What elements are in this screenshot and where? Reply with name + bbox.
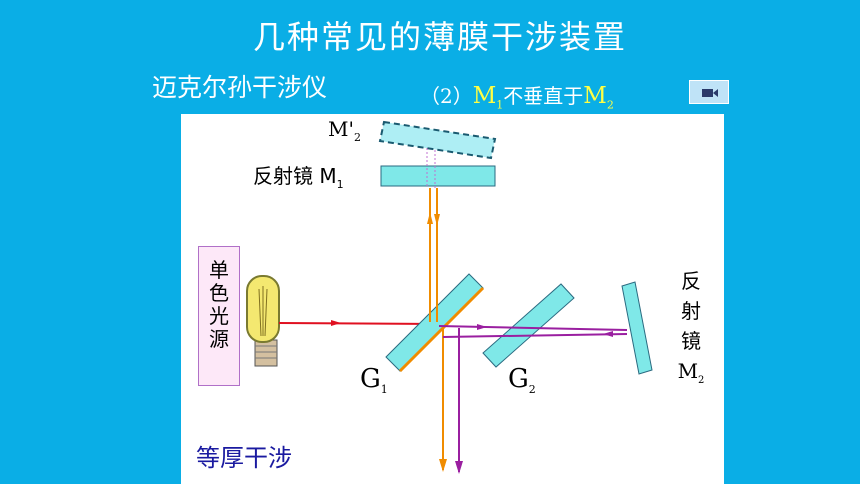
mirror-m1: [380, 165, 496, 187]
condition-prefix: （2）: [420, 84, 473, 108]
diagram-panel: [181, 114, 724, 484]
label-mirror-m1: 反射镜 M1: [253, 164, 344, 191]
light-source-label: 单色光源: [209, 258, 229, 351]
light-source-label-box: 单色光源: [198, 246, 240, 386]
interferometer-diagram: [246, 120, 653, 474]
condition-middle: 不垂直于: [503, 84, 584, 108]
equal-thickness-label: 等厚干涉: [196, 444, 292, 472]
video-button[interactable]: [689, 80, 729, 104]
label-g2: G2: [508, 364, 536, 397]
condition-m2: M2: [583, 83, 614, 112]
purple-beam-back: [442, 333, 628, 338]
label-g1: G1: [360, 364, 388, 397]
video-camera-icon: [702, 89, 718, 97]
label-m2-prime: M'2: [328, 117, 361, 144]
compensator-g2: [482, 283, 575, 368]
condition-label: （2）M1不垂直于M2: [420, 80, 614, 112]
page-title: 几种常见的薄膜干涉装置: [252, 18, 627, 56]
label-mirror-m2: 反射镜 M2: [677, 269, 705, 386]
virtual-mirror-m2-prime: [378, 120, 497, 160]
section-title: 迈克尔孙干涉仪: [152, 73, 328, 102]
light-bulb-icon: [246, 275, 280, 367]
mirror-m2: [621, 281, 653, 375]
beam-splitter-g1: [385, 273, 484, 372]
source-beam: [278, 322, 440, 325]
condition-m1: M1: [472, 83, 504, 112]
purple-beam-out: [438, 325, 628, 331]
